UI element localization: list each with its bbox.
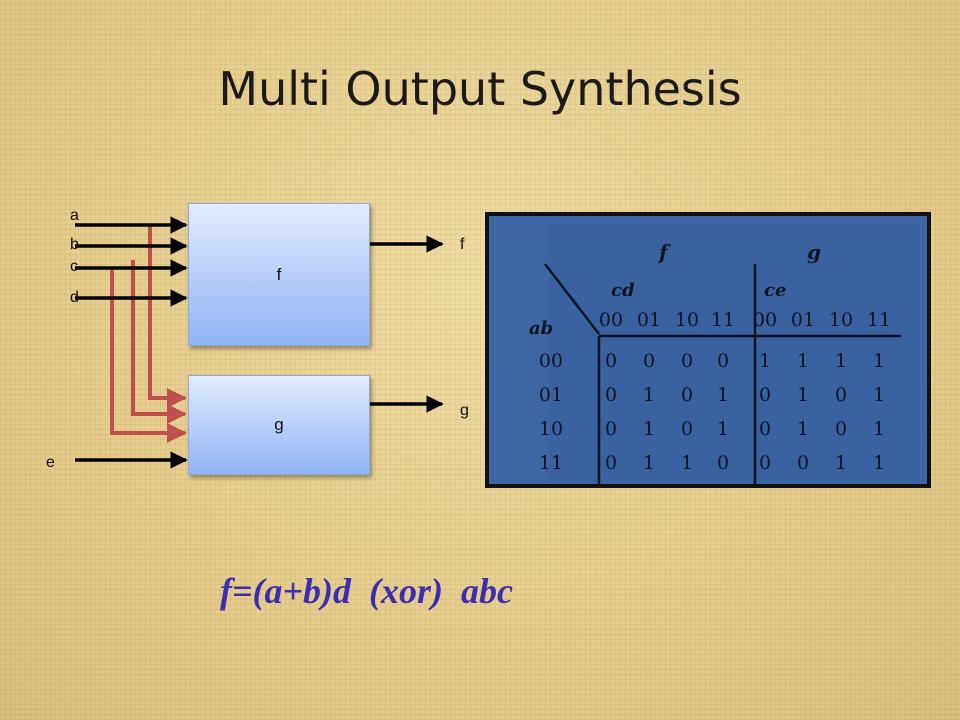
kmap-cell: 1 (643, 418, 655, 440)
kmap-row-label: 01 (539, 384, 563, 406)
input-label-c: c (70, 258, 78, 275)
kmap-cell: 1 (717, 418, 729, 440)
kmap-cell: 1 (681, 452, 693, 474)
block-f: f (188, 203, 370, 346)
kmap-col-header: 11 (711, 309, 735, 331)
kmap-diagonal (544, 263, 600, 335)
kmap-cell: 0 (681, 384, 693, 406)
input-label-b: b (70, 236, 79, 253)
shared-wire-d (110, 270, 187, 443)
kmap-cell: 0 (605, 350, 617, 372)
kmap-cell: 0 (835, 418, 847, 440)
kmap-cell: 1 (835, 350, 847, 372)
kmap-cell: 0 (759, 452, 771, 474)
formula: f=(a+b)d (xor) abc (220, 571, 513, 611)
kmap-col-header: 10 (829, 309, 853, 331)
kmap-cell: 0 (835, 384, 847, 406)
kmap-col-header: 00 (599, 309, 623, 331)
kmap-cell: 1 (759, 350, 771, 372)
kmap-row-label: 11 (539, 452, 563, 474)
block-f-label: f (276, 264, 282, 284)
kmap-col-header: 11 (867, 309, 891, 331)
kmap-cell: 0 (759, 384, 771, 406)
kmap-cell: 1 (873, 452, 885, 474)
kmap-col-header: 00 (753, 309, 777, 331)
kmap-cell: 0 (797, 452, 809, 474)
block-g-label: g (274, 415, 284, 434)
shared-wire-c (131, 260, 187, 424)
kmap-col-var-f: cd (611, 280, 635, 301)
input-label-d: d (70, 289, 79, 306)
input-label-a: a (70, 207, 79, 224)
kmap-group-g: g (807, 240, 821, 264)
kmap-row-label: 00 (539, 350, 563, 372)
kmap-cell: 1 (873, 384, 885, 406)
kmap-cell: 0 (681, 350, 693, 372)
kmap-cell: 1 (797, 350, 809, 372)
block-g: g (188, 375, 370, 475)
kmap-cell: 0 (643, 350, 655, 372)
kmap-cell: 1 (835, 452, 847, 474)
kmap-cell: 1 (643, 452, 655, 474)
kmap-col-var-g: ce (764, 280, 786, 301)
kmap-col-header: 01 (791, 309, 815, 331)
kmap-cell: 0 (759, 418, 771, 440)
shared-wire-b (148, 225, 187, 408)
kmap-row-label: 10 (539, 418, 563, 440)
kmap-cell: 0 (605, 418, 617, 440)
kmap-cell: 0 (681, 418, 693, 440)
kmap-group-f: f (657, 240, 671, 264)
kmap-cell: 1 (873, 418, 885, 440)
kmap-cell: 0 (605, 384, 617, 406)
output-label-g: g (460, 402, 469, 419)
kmap-col-header: 01 (637, 309, 661, 331)
kmap-cell: 1 (797, 384, 809, 406)
kmap-cell: 1 (643, 384, 655, 406)
kmap-cell: 1 (797, 418, 809, 440)
input-label-e: e (46, 454, 55, 471)
kmap-col-header: 10 (675, 309, 699, 331)
kmap-cell: 0 (717, 452, 729, 474)
kmap-cell: 0 (605, 452, 617, 474)
kmap-cell: 1 (873, 350, 885, 372)
kmap-cell: 0 (717, 350, 729, 372)
kmap-row-var: ab (529, 318, 553, 339)
output-label-f: f (460, 236, 465, 253)
kmap-cell: 1 (717, 384, 729, 406)
page-title: Multi Output Synthesis (218, 62, 742, 116)
